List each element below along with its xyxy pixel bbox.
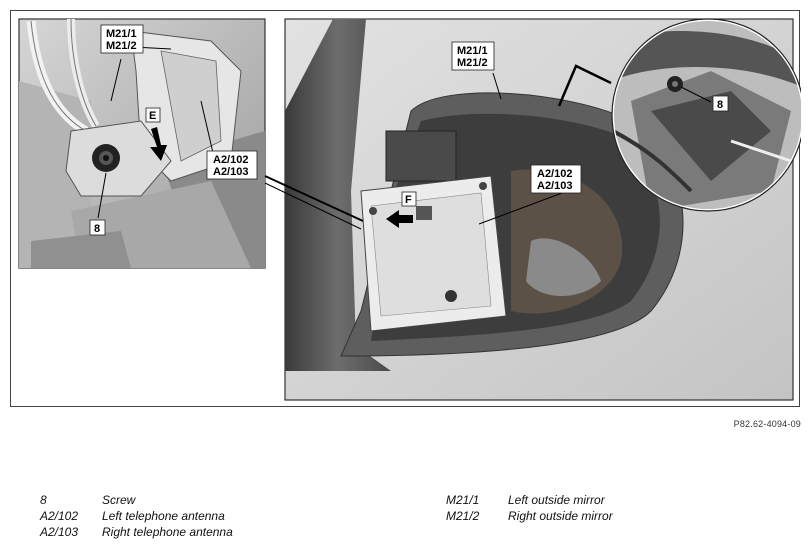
callout-arrow-f: F <box>401 191 417 207</box>
legend-code: A2/102 <box>40 509 79 523</box>
main-view-panel <box>264 18 805 401</box>
legend-label: Screw <box>102 493 136 507</box>
callout-a2-main: A2/102 A2/103 <box>530 164 582 194</box>
legend-row: M21/1 Left outside mirror <box>446 492 613 508</box>
figure-reference: P82.62-4094-09 <box>733 419 801 429</box>
callout-m21-main-line2: M21/2 <box>457 57 488 69</box>
figure-frame: M21/1 M21/2 E A2/102 A2/103 8 M21/1 M21/… <box>10 10 805 407</box>
callout-a2-detail: A2/102 A2/103 <box>206 150 258 180</box>
callout-m21-main: M21/1 M21/2 <box>451 41 495 71</box>
callout-a2-detail-line1: A2/102 <box>213 154 248 166</box>
legend-right: M21/1 Left outside mirror M21/2 Right outs… <box>446 492 613 524</box>
legend-label: Left outside mirror <box>508 493 605 507</box>
detail-view-panel <box>18 18 266 269</box>
legend-code: M21/2 <box>446 509 480 523</box>
legend-label: Left telephone antenna <box>102 509 225 523</box>
legend-code: A2/103 <box>40 525 79 539</box>
legend-row: M21/2 Right outside mirror <box>446 508 613 524</box>
illustration: M21/1 M21/2 E A2/102 A2/103 8 M21/1 M21/… <box>18 18 805 401</box>
legend-label: Right outside mirror <box>508 509 613 523</box>
callout-screw-zoom-label: 8 <box>717 99 723 111</box>
legend-left: 8 Screw A2/102 Left telephone antenna A2/1… <box>40 492 233 540</box>
callout-a2-detail-line2: A2/103 <box>213 166 248 178</box>
callout-m21-detail-line2: M21/2 <box>106 40 137 52</box>
callout-a2-main-line1: A2/102 <box>537 168 572 180</box>
callout-m21-detail-line1: M21/1 <box>106 28 137 40</box>
callout-screw-zoom: 8 <box>712 95 729 112</box>
callout-screw-detail-label: 8 <box>94 223 100 235</box>
legend-code: M21/1 <box>446 493 480 507</box>
legend-row: 8 Screw <box>40 492 233 508</box>
callout-m21-main-line1: M21/1 <box>457 45 488 57</box>
legend-code: 8 <box>40 493 47 507</box>
callout-screw-detail: 8 <box>89 219 106 236</box>
callout-a2-main-line2: A2/103 <box>537 180 572 192</box>
legend-label: Right telephone antenna <box>102 525 233 539</box>
callout-arrow-f-label: F <box>405 194 412 206</box>
legend-row: A2/102 Left telephone antenna <box>40 508 233 524</box>
callout-m21-detail: M21/1 M21/2 <box>100 24 144 54</box>
callout-arrow-e-label: E <box>149 110 156 122</box>
legend-row: A2/103 Right telephone antenna <box>40 524 233 540</box>
callout-arrow-e: E <box>145 107 161 123</box>
